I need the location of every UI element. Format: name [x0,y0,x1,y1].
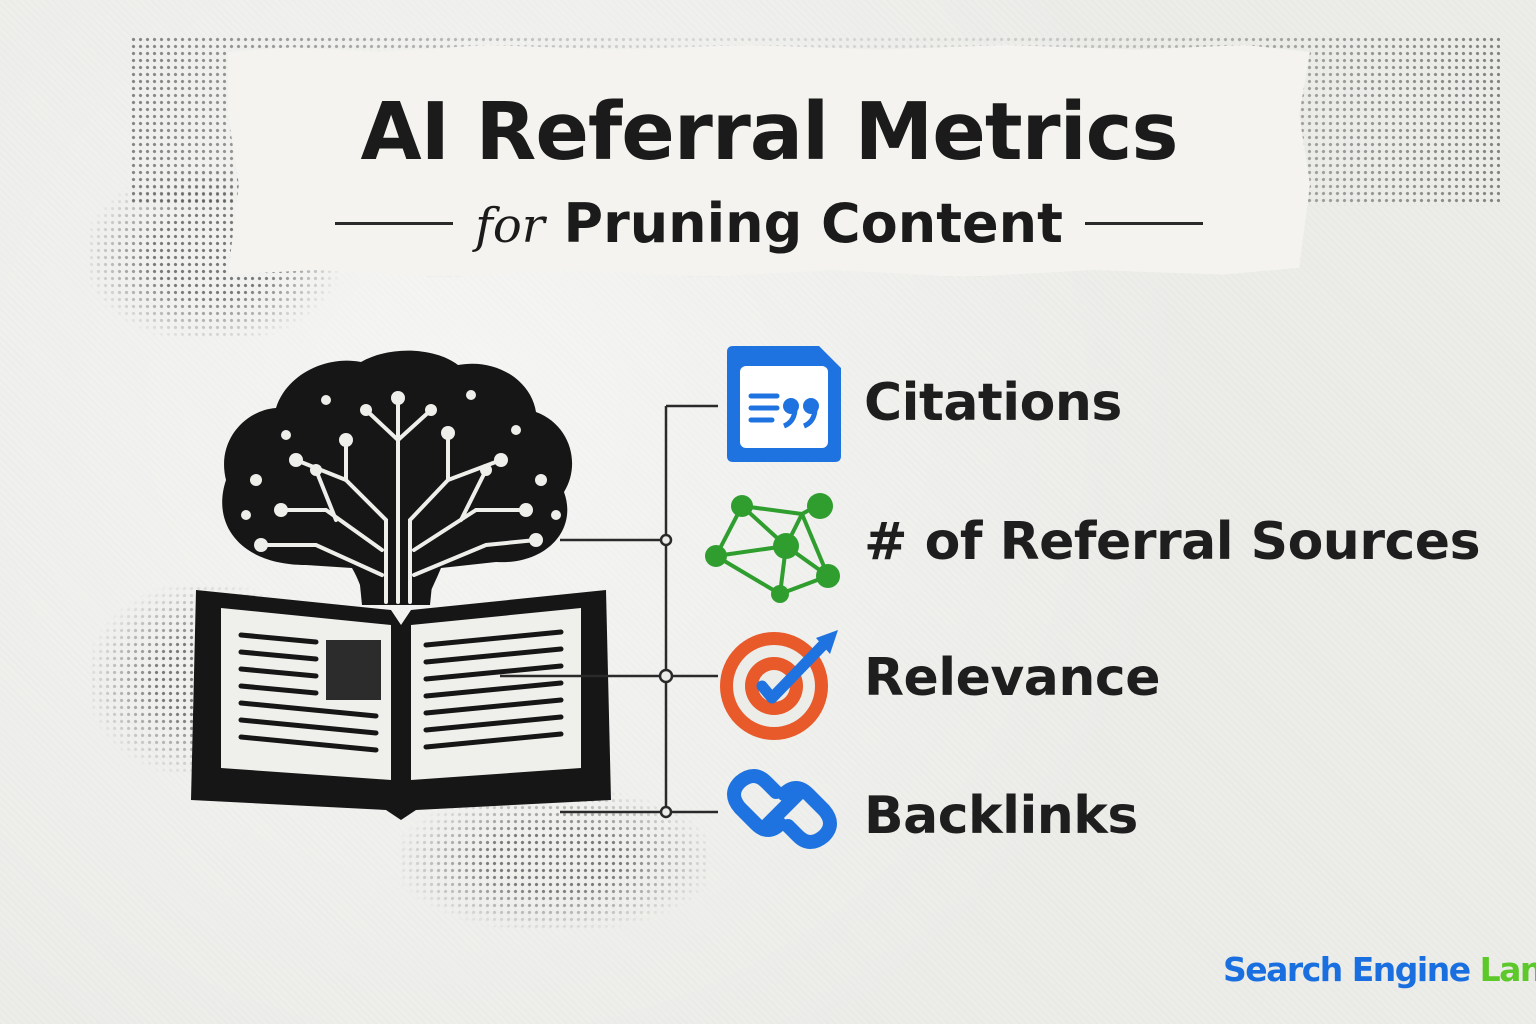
metric-label-citations: Citations [864,373,1122,433]
title-card [228,45,1310,277]
quote-document-icon [727,346,841,462]
subtitle-rule-left [335,221,454,225]
subtitle: for Pruning Content [475,192,1063,255]
page-title: AI Referral Metrics [360,86,1178,178]
subtitle-for: for [475,197,545,254]
network-nodes-icon [705,493,840,603]
logo-part-search-engine: Search Engine [1223,950,1471,989]
target-check-icon [720,630,838,740]
subtitle-rest: Pruning Content [563,191,1063,255]
metric-label-referral-sources: # of Referral Sources [864,512,1481,572]
halftone-patch-bottom [400,790,710,930]
brain-book-icon [191,350,611,820]
chain-link-icon [727,769,837,849]
subtitle-row: for Pruning Content [228,188,1310,258]
metric-label-backlinks: Backlinks [864,786,1138,846]
metric-label-relevance: Relevance [864,648,1161,708]
search-engine-land-logo: Search Engine Land [1223,950,1536,989]
logo-part-land: Land [1479,950,1536,989]
subtitle-rule-right [1084,221,1203,225]
